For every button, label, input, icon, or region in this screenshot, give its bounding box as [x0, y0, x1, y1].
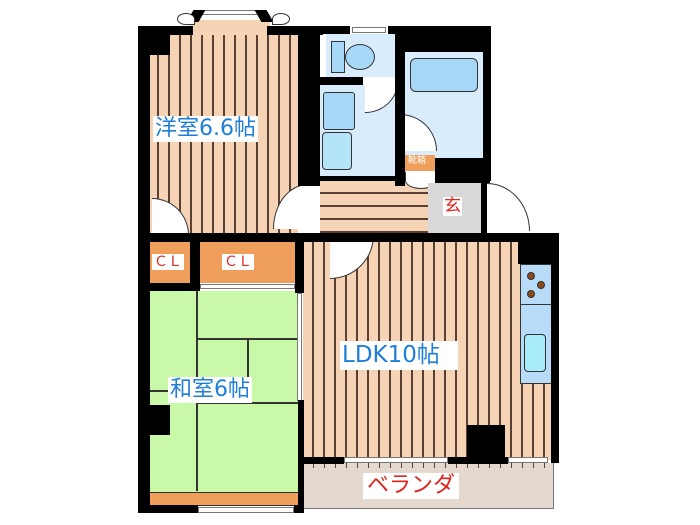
wall-toilet-bottom	[318, 77, 363, 85]
wall-north-wet	[318, 26, 350, 34]
toilet-window	[352, 27, 386, 33]
entrance-label: 玄	[443, 196, 462, 216]
washing-machine	[322, 132, 352, 170]
wall-south-japanese-right	[294, 505, 304, 513]
burner-1	[527, 272, 535, 280]
bay-window	[200, 10, 260, 15]
veranda-label: ベランダ	[363, 473, 460, 499]
shoe-box-label: 靴箱	[408, 156, 427, 166]
bathtub	[410, 58, 478, 92]
burner-3	[527, 290, 535, 298]
ldk-window-small	[508, 457, 548, 463]
shoe-box	[405, 155, 435, 171]
window-shade-right	[272, 13, 290, 25]
wall-mid-horizontal	[138, 233, 558, 242]
fridge-space	[467, 425, 505, 460]
hallway-floor	[320, 181, 428, 233]
sliding-partition[interactable]	[297, 293, 302, 401]
tokonoma-pillar	[148, 405, 170, 435]
wall-bath-north	[405, 34, 490, 52]
wall-western-east	[298, 26, 320, 186]
tatami-line-v2	[247, 338, 249, 402]
wall-east	[551, 233, 559, 463]
wall-washroom-bottom	[318, 176, 405, 181]
closet-2-label: ＣＬ	[222, 254, 254, 270]
closet-1-label: ＣＬ	[152, 254, 184, 270]
wall-west-top	[138, 26, 150, 512]
wall-north-western	[138, 26, 193, 35]
wall-entrance-east	[481, 181, 487, 233]
toilet-bowl	[345, 44, 375, 70]
ldk-window-sliding[interactable]	[344, 457, 448, 463]
wall-bath-bottom	[435, 158, 490, 183]
stove	[520, 264, 553, 306]
wall-ldk-west-lower	[298, 400, 304, 512]
burner-2	[537, 281, 545, 289]
kitchen-sink	[524, 334, 546, 372]
wall-toilet-bath	[395, 26, 405, 186]
toilet-tank	[331, 41, 345, 73]
wall-ldk-north-right	[527, 233, 558, 242]
wall-ldk-west	[295, 233, 304, 293]
bay-window-area	[190, 20, 270, 35]
wall-south-ldk	[298, 457, 344, 464]
wall-closet-bottom	[138, 283, 200, 291]
wall-north-western-right	[267, 26, 323, 35]
wall-closet-divider	[190, 241, 200, 291]
ldk-label: LDK10帖	[340, 341, 458, 370]
pillar	[148, 33, 170, 55]
wall-south-ldk-mid	[448, 457, 508, 464]
closet-2-sliding-door[interactable]	[200, 284, 295, 289]
kitchen-corner	[518, 242, 551, 264]
western-room-label: 洋室6.6帖	[153, 116, 258, 142]
front-door[interactable]	[487, 183, 530, 231]
japanese-room-window	[198, 507, 294, 513]
wall-north-wet-2	[388, 26, 490, 34]
window-shade-left	[177, 13, 195, 25]
japanese-room-label: 和室6帖	[168, 377, 252, 403]
washbasin	[323, 92, 355, 130]
wall-south-japanese	[138, 505, 198, 513]
wall-bath-east	[483, 26, 491, 181]
engawa-strip	[148, 492, 298, 506]
